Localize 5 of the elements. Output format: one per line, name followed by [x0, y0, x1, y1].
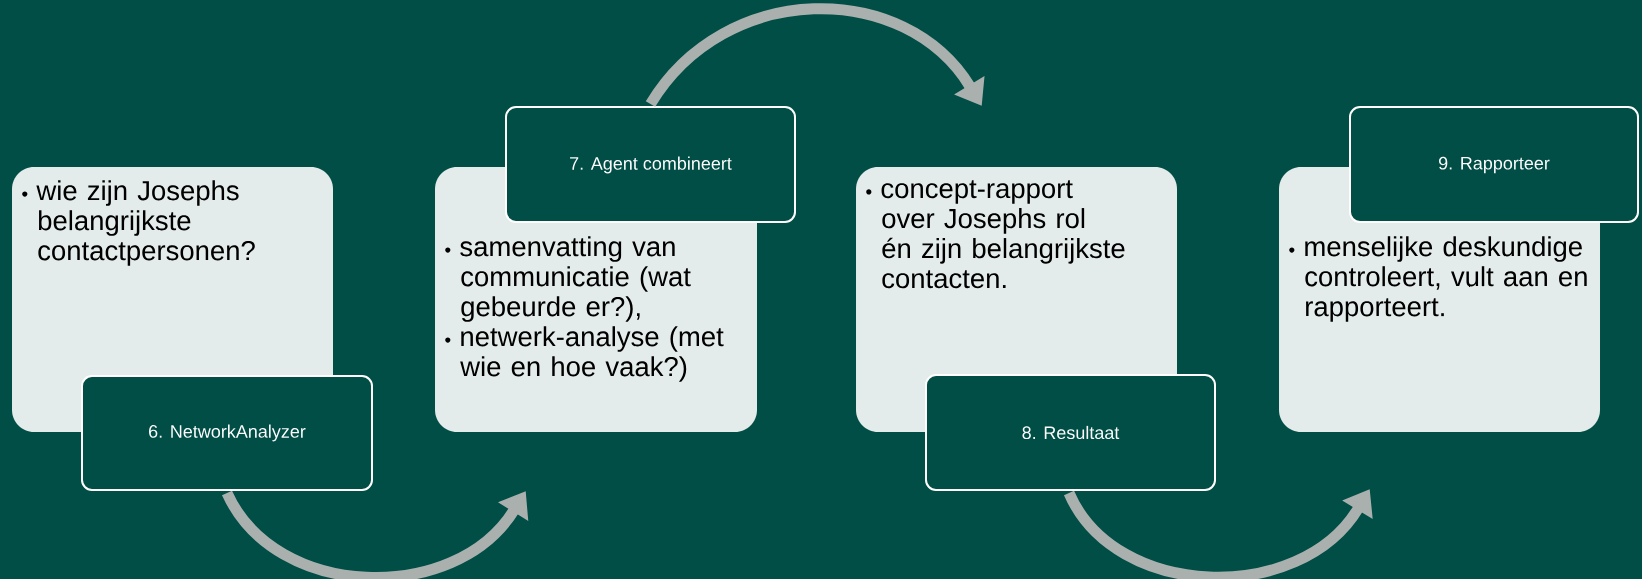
- step-tab: 8. Resultaat: [925, 374, 1216, 491]
- step-tab: 6. NetworkAnalyzer: [81, 375, 373, 491]
- curved-arrow: [646, 3, 985, 108]
- step-tab: 7. Agent combineert: [505, 106, 796, 223]
- step-tab: 9. Rapporteer: [1349, 106, 1639, 223]
